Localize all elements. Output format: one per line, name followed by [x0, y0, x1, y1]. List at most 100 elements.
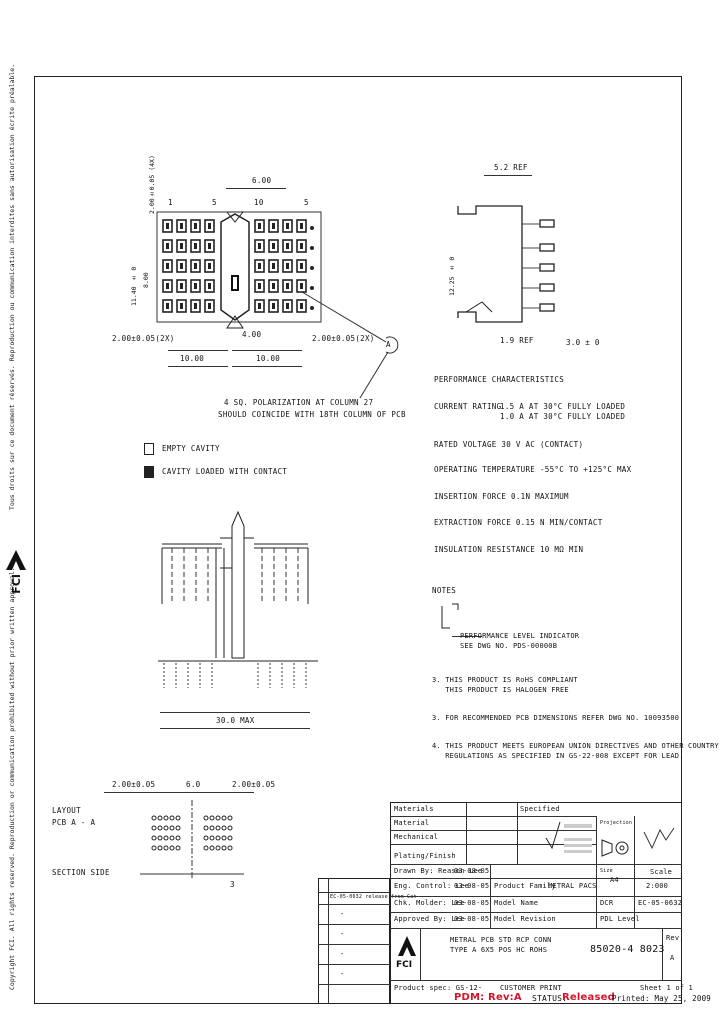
tb-eng-ctrl: Eng. Control: Lee	[394, 882, 470, 890]
dim-height-b: 8.00	[142, 272, 150, 288]
pcb-hole-pattern	[140, 800, 244, 880]
status-value: Released	[562, 992, 615, 1003]
perf-current-label: CURRENT RATING	[434, 402, 502, 411]
note-2a: 3. THIS PRODUCT IS RoHS COMPLIANT	[432, 676, 578, 684]
pcb-view-label: SECTION SIDE	[52, 868, 110, 877]
tb-part-no: 85020-4 8023	[590, 944, 665, 955]
tb-material: Material	[394, 819, 430, 827]
col-label-5: 5	[212, 198, 217, 207]
note-3: 3. FOR RECOMMENDED PCB DIMENSIONS REFER …	[432, 714, 680, 722]
tb-product-spec: Product spec: GS-12-	[394, 984, 483, 992]
tb-title-1: METRAL PCB STD RCP CONN	[450, 936, 552, 944]
side-dim-bottom-b: 3.0 ± 0	[566, 338, 600, 347]
dim-mid: 4.00	[242, 330, 262, 339]
tb-plating: Plating/Finish	[394, 852, 456, 860]
dim-left: 2.00±0.05(2X)	[112, 334, 175, 343]
printed-date: Printed: May 25, 2009	[612, 994, 712, 1003]
rev-row-3: -	[340, 950, 345, 958]
rev-row-4: -	[340, 970, 345, 978]
perf-insulation: INSULATION RESISTANCE 10 MΩ MIN	[434, 545, 584, 554]
tb-product-family: Product Family	[494, 882, 556, 890]
callout-leader	[301, 291, 399, 399]
tb-specified: Specified	[520, 805, 560, 813]
pcb-layout-label: LAYOUT	[52, 806, 81, 815]
callout-note-2: SHOULD COINCIDE WITH 18TH COLUMN OF PCB	[218, 410, 406, 419]
pcb-dim-left: 2.00±0.05	[112, 780, 156, 789]
pdm-rev: PDM: Rev:A	[454, 992, 522, 1003]
callout-note-1: 4 SQ. POLARIZATION AT COLUMN 27	[224, 398, 374, 407]
rev-table-header: EC-05-0632 release from Cat	[330, 894, 417, 900]
tb-perf-level: PDL Level	[600, 915, 640, 923]
fci-logo-text: FCI	[10, 574, 23, 594]
fci-tb-logo-text: FCI	[396, 960, 413, 970]
tb-model-rev: Model Revision	[494, 915, 556, 923]
perf-voltage: RATED VOLTAGE 30 V AC (CONTACT)	[434, 440, 584, 449]
tb-dcr-val: EC-05-0632	[638, 899, 683, 907]
perf-current-1: 1.5 A AT 30°C FULLY LOADED	[500, 402, 626, 411]
tb-scale: Scale	[650, 868, 673, 876]
tb-approved: Approved By: Lee	[394, 915, 465, 923]
tb-eng-date: 03-08-05	[454, 882, 490, 890]
legend-loaded: CAVITY LOADED WITH CONTACT	[162, 467, 288, 476]
tb-customer-print: CUSTOMER PRINT	[500, 984, 562, 992]
tb-projection: Projection	[600, 820, 633, 826]
surface-finish-icon	[545, 821, 592, 853]
perf-current-2: 1.0 A AT 30°C FULLY LOADED	[500, 412, 626, 421]
fci-logo-left: FCI	[2, 548, 30, 608]
tb-fci-logo: FCI	[396, 934, 418, 976]
dim-height-a: 11.40 ± 0	[130, 266, 138, 306]
side-dim-bottom-a: 1.9 REF	[500, 336, 534, 345]
col-label-1: 1	[168, 198, 173, 207]
perf-extraction: EXTRACTION FORCE 0.15 N MIN/CONTACT	[434, 518, 603, 527]
perf-title: PERFORMANCE CHARACTERISTICS	[434, 375, 565, 384]
rev-row-2: -	[340, 930, 345, 938]
dim-bottom-mid: 10.00	[256, 354, 281, 363]
tb-product-family-val: METRAL PACS	[548, 882, 597, 890]
side-dim-side: 12.25 ± 0	[448, 256, 456, 296]
status-label: STATUS:	[532, 994, 568, 1003]
tb-checked: Chk. Molder: Lee	[394, 899, 465, 907]
tb-model-name: Model Name	[494, 899, 539, 907]
tb-size-val: A4	[610, 876, 619, 884]
legend-empty: EMPTY CAVITY	[162, 444, 220, 453]
note-1a: PERFORMANCE LEVEL INDICATOR	[460, 632, 580, 640]
pcb-dim-right: 2.00±0.05	[232, 780, 276, 789]
contact-grid	[156, 211, 322, 329]
rights-notice-top: Tous droits sur ce document réservés. Re…	[8, 63, 16, 510]
tb-materials: Materials	[394, 805, 434, 813]
perf-insertion: INSERTION FORCE 0.1N MAXIMUM	[434, 492, 569, 501]
tb-drawn: Drawn By: Reason Lee	[394, 867, 483, 875]
side-dim-top: 5.2 REF	[494, 163, 528, 172]
callout-label: A	[386, 340, 391, 349]
perf-level-icon	[441, 603, 459, 629]
tb-mechanical: Mechanical	[394, 833, 439, 841]
tb-sheet: Sheet 1 of 1	[640, 984, 693, 992]
dim-vertical-pitch: 2.00±0.05 (4X)	[148, 155, 156, 214]
pcb-layout-sub: PCB A - A	[52, 818, 96, 827]
col-label-5b: 5	[304, 198, 309, 207]
tb-checked-date: 03-08-05	[454, 899, 490, 907]
tb-size: Size	[600, 868, 613, 874]
note-4a: 4. THIS PRODUCT MEETS EUROPEAN UNION DIR…	[432, 742, 719, 750]
note-1b: SEE DWG NO. PDS-00000B	[460, 642, 558, 650]
dim-right: 2.00±0.05(2X)	[312, 334, 375, 343]
notes-title: NOTES	[432, 586, 457, 595]
projection-icon	[601, 839, 629, 857]
col-label-10: 10	[254, 198, 264, 207]
empty-cavity-symbol	[144, 443, 154, 455]
note-4b: REGULATIONS AS SPECIFIED IN GS-22-008 EX…	[432, 752, 684, 760]
dim-top: 6.00	[252, 176, 272, 185]
note-2b: THIS PRODUCT IS HALOGEN FREE	[432, 686, 569, 694]
tb-rev-label: Rev.	[666, 934, 684, 942]
signature-mark	[643, 827, 675, 850]
fci-tb-logo-icon	[398, 936, 416, 956]
tb-scale-val: 2:000	[646, 882, 669, 890]
front-section	[158, 510, 318, 688]
loaded-cavity-symbol	[144, 466, 154, 478]
tb-rev-val: A	[670, 954, 675, 962]
tb-drawn-date: 03-08-05	[454, 867, 490, 875]
rights-notice-bottom: Copyright FCI. All rights reserved. Repr…	[8, 567, 16, 990]
tb-dcr: DCR	[600, 899, 614, 907]
dim-bottom-left: 10.00	[180, 354, 205, 363]
tb-approved-date: 03-08-05	[454, 915, 490, 923]
